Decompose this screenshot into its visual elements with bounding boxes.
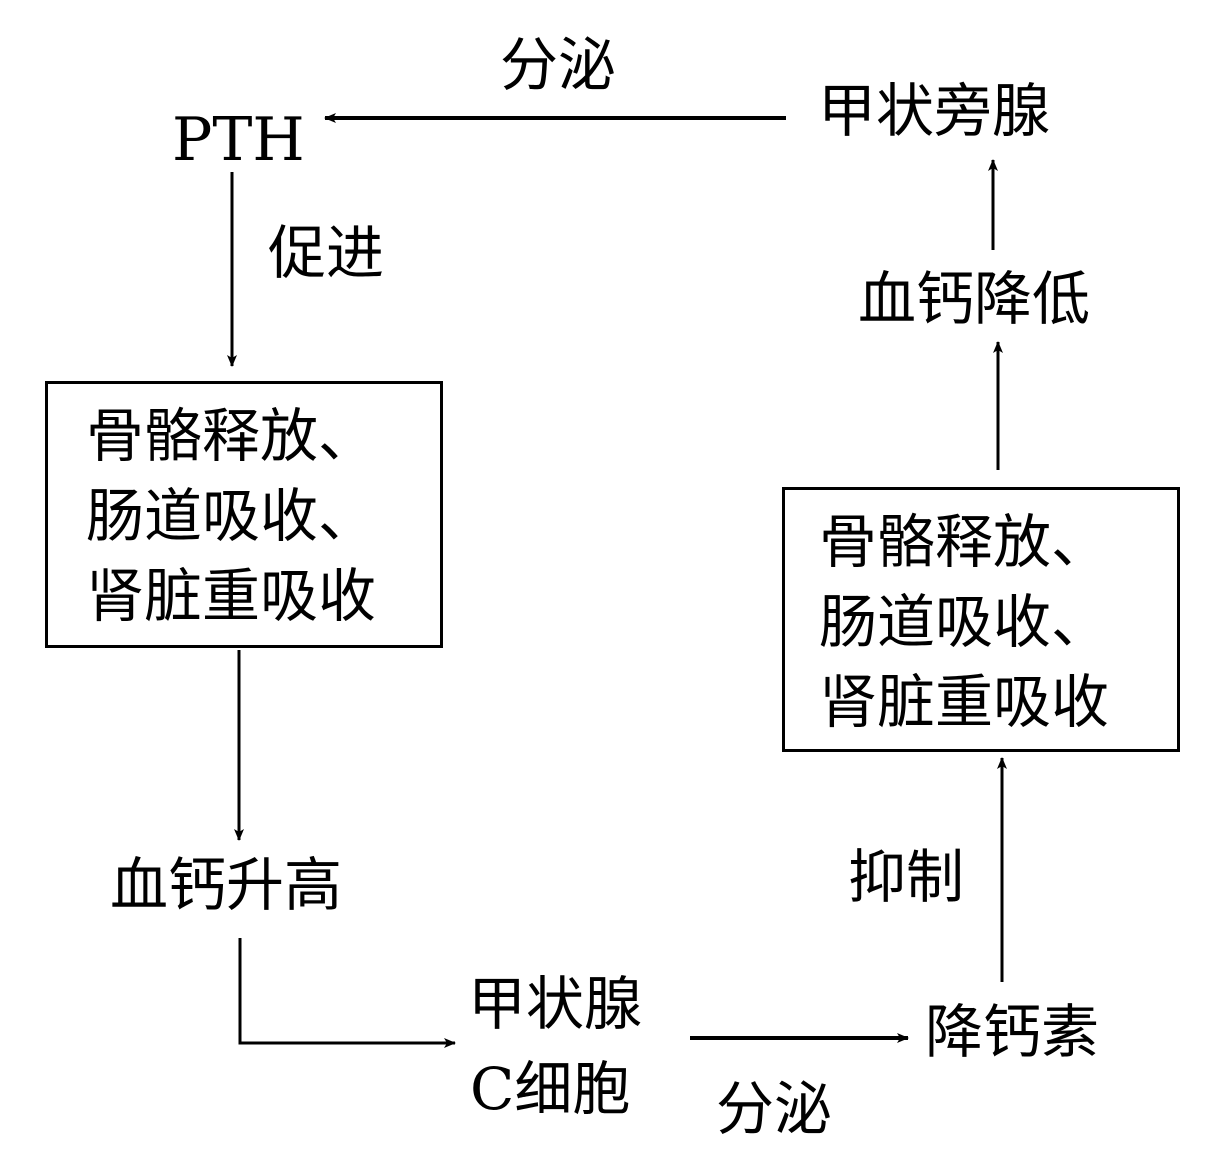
node-parathyroid: 甲状旁腺 <box>818 77 1051 145</box>
edge-label-promote: 促进 <box>268 219 385 287</box>
box-left-line-2: 肠道吸收、 <box>86 482 377 550</box>
box-right-line-3: 肾脏重吸收 <box>819 668 1110 736</box>
node-pth: PTH <box>172 105 305 175</box>
edge-label-secrete-top: 分泌 <box>500 31 617 99</box>
edge-label-inhibit: 抑制 <box>848 843 965 911</box>
node-thyroid-line-1: 甲状腺 <box>468 970 643 1038</box>
node-calcium-down: 血钙降低 <box>858 265 1091 333</box>
node-thyroid-line-2: C细胞 <box>470 1055 631 1123</box>
arrow-calcium-up-to-thyroid <box>238 938 456 1048</box>
box-right-line-2: 肠道吸收、 <box>819 588 1110 656</box>
box-right-line-1: 骨骼释放、 <box>819 508 1110 576</box>
node-box-right-absorption: 骨骼释放、 肠道吸收、 肾脏重吸收 <box>782 487 1180 752</box>
edge-label-secrete-bottom: 分泌 <box>716 1075 833 1143</box>
box-left-line-1: 骨骼释放、 <box>86 402 377 470</box>
node-calcium-up: 血钙升高 <box>110 851 343 919</box>
node-box-left-absorption: 骨骼释放、 肠道吸收、 肾脏重吸收 <box>45 381 443 648</box>
node-calcitonin: 降钙素 <box>925 998 1100 1066</box>
box-left-line-3: 肾脏重吸收 <box>86 562 377 630</box>
